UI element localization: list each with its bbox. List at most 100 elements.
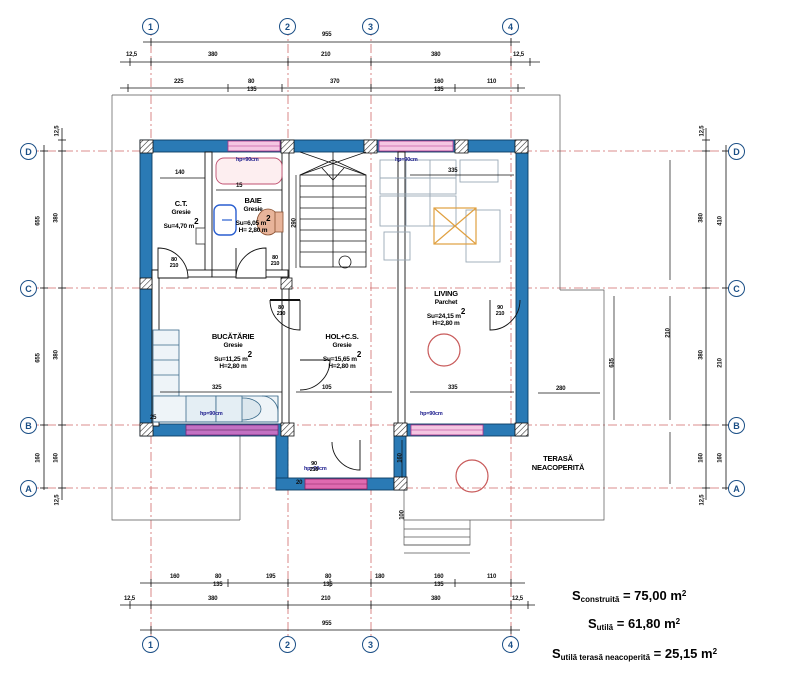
dim-interior-25: 25 [150,415,157,421]
area-line-construita: Sconstruită = 75,00 m2 [572,588,687,604]
room-label-terasa: TERASĂ NEACOPERITĂ [512,454,604,473]
dim-interior-290: 290 [291,218,298,228]
grid-bubble-row-b-left: B [20,417,37,434]
dim-bot1-h: 160 [434,574,444,580]
grid-bubble-row-c-left: C [20,280,37,297]
dim-bot1-c: 135 [213,582,223,588]
dimension-lines-top [120,38,540,92]
dim-bot1-a: 160 [170,574,180,580]
dim-top3-d: 370 [330,79,340,85]
columns [139,139,529,491]
windows [185,140,484,490]
room-area: Su=24,15 m2 [426,306,466,320]
room-height: H=2,80 m [432,320,460,328]
area-line-utila: Sutilă = 61,80 m2 [588,616,681,632]
dim-bot2-e: 12,5 [512,596,523,602]
grid-bubble-col-2-top: 2 [279,18,296,35]
grid-bubble-row-d-right: D [728,143,745,160]
room-label-hol: HOL+C.S. Gresie Su=15,65 m2 H=2,80 m [300,332,384,371]
room-height: H= 2,80 m [238,227,268,235]
room-name: TERASĂ [543,454,573,463]
dimension-lines-bottom [120,579,535,634]
grid-bubble-row-a-right: A [728,480,745,497]
dim-top3-e: 160 [434,79,444,85]
room-finish: Gresie [223,341,243,349]
grid-bubble-col-4-top: 4 [502,18,519,35]
dim-interior-635: 635 [609,358,616,368]
room-label-baie: BAIE Gresie Su=6,05 m2 H= 2,80 m [222,196,284,235]
dim-left-d: 160 [53,453,60,463]
dim-bot1-e: 80 [325,574,332,580]
room-label-bucatarie: BUCĂTĂRIE Gresie Su=11,25 m2 H=2,80 m [188,332,278,371]
window-sill-annotation-living-south: hp=90cm [420,411,443,417]
dim-interior-335: 335 [448,385,458,391]
dim-bot1-j: 110 [487,574,497,580]
area-line-terasa: Sutilă terasă neacoperită = 25,15 m2 [552,646,718,662]
room-area: Su=11,25 m2 [214,349,252,363]
room-finish: Gresie [243,205,263,213]
dim-interior-20: 20 [296,480,303,486]
grid-bubble-col-1-bottom: 1 [142,636,159,653]
room-area: Su=4,70 m2 [163,216,199,230]
dim-right-inner-a: 410 [717,216,724,226]
room-height: H=2,80 m [219,363,247,371]
dim-top3-c: 135 [247,87,257,93]
kitchen-furniture [152,329,279,423]
grid-bubble-row-d-left: D [20,143,37,160]
dim-top2-e: 12,5 [513,52,524,58]
dim-bot2-d: 380 [431,596,441,602]
dim-right-c: 380 [698,350,705,360]
doors [157,247,521,471]
dim-interior-335b: 335 [448,168,458,174]
dim-left-a: 12,5 [54,125,61,137]
dim-interior-15: 15 [236,183,243,189]
window-sill-annotation-bath: hp=90cm [236,157,259,163]
areas-legend: Sconstruită = 75,00 m2 Sutilă = 61,80 m2… [552,588,717,662]
dim-bot1-g: 180 [375,574,385,580]
grid-bubble-col-2-bottom: 2 [279,636,296,653]
grid-bubble-col-4-bottom: 4 [502,636,519,653]
dim-bot1-i: 135 [434,582,444,588]
dim-right-b: 380 [698,213,705,223]
grid-axes [30,27,740,645]
room-name: LIVING [434,289,458,298]
interior-partitions [151,151,406,427]
dim-interior-160: 160 [397,453,404,463]
room-finish: Gresie [332,341,352,349]
dim-left-inner-c: 160 [35,453,42,463]
dim-interior-280: 280 [556,386,566,392]
room-finish: NEACOPERITĂ [531,462,585,472]
room-name: BAIE [244,196,262,205]
dim-bot1-f: 135 [323,582,333,588]
dim-bot-overall: 955 [322,621,332,627]
room-finish: Gresie [171,208,191,216]
grid-bubble-col-3-bottom: 3 [362,636,379,653]
dim-bot2-b: 380 [208,596,218,602]
dim-bot2-a: 12,5 [124,596,135,602]
construction-lines [111,94,605,554]
dim-interior-325: 325 [212,385,222,391]
dim-bot2-c: 210 [321,596,331,602]
room-area: Su=15,65 m2 [322,349,362,363]
dining-table [433,207,477,245]
dim-bot1-b: 80 [215,574,222,580]
dim-interior-100: 100 [399,510,406,520]
grid-bubble-row-b-right: B [728,417,745,434]
grid-bubble-row-a-left: A [20,480,37,497]
grid-bubble-col-3-top: 3 [362,18,379,35]
dim-top2-c: 210 [321,52,331,58]
dim-left-b: 380 [53,213,60,223]
room-name: C.T. [174,199,188,208]
room-label-living: LIVING Parchet Su=24,15 m2 H=2,80 m [404,289,488,328]
dim-right-inner-b: 210 [665,328,672,338]
dim-top3-a: 225 [174,79,184,85]
dim-left-c: 380 [53,350,60,360]
dim-top-overall: 955 [322,32,332,38]
dim-left-inner-a: 655 [35,216,42,226]
room-name: HOL+C.S. [325,332,359,341]
